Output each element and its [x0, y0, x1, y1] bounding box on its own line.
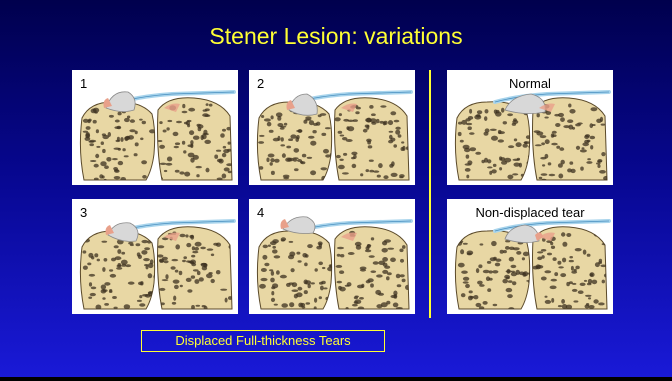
joint-illustration [72, 70, 238, 185]
caption-box: Displaced Full-thickness Tears [141, 330, 385, 352]
collateral-ligament [106, 92, 135, 112]
panel-label: 3 [80, 205, 87, 221]
joint-illustration [249, 70, 415, 185]
panel-label: 4 [257, 205, 264, 221]
joint-illustration [249, 199, 415, 314]
slide-title: Stener Lesion: variations [0, 22, 672, 50]
panel-2: 2 [249, 70, 415, 185]
slide-bottom-edge [0, 377, 672, 381]
panel-1: 1 [72, 70, 238, 185]
panel-3: 3 [72, 199, 238, 314]
section-divider [429, 70, 431, 318]
panel-4: 4 [249, 199, 415, 314]
panel-label: Non-displaced tear [447, 205, 613, 221]
panel-label: 1 [80, 76, 87, 92]
joint-illustration [72, 199, 238, 314]
panel-label: Normal [447, 76, 613, 92]
panel-normal: Normal [447, 70, 613, 185]
panel-label: 2 [257, 76, 264, 92]
panel-non-displaced: Non-displaced tear [447, 199, 613, 314]
phalanx-base [158, 227, 233, 309]
